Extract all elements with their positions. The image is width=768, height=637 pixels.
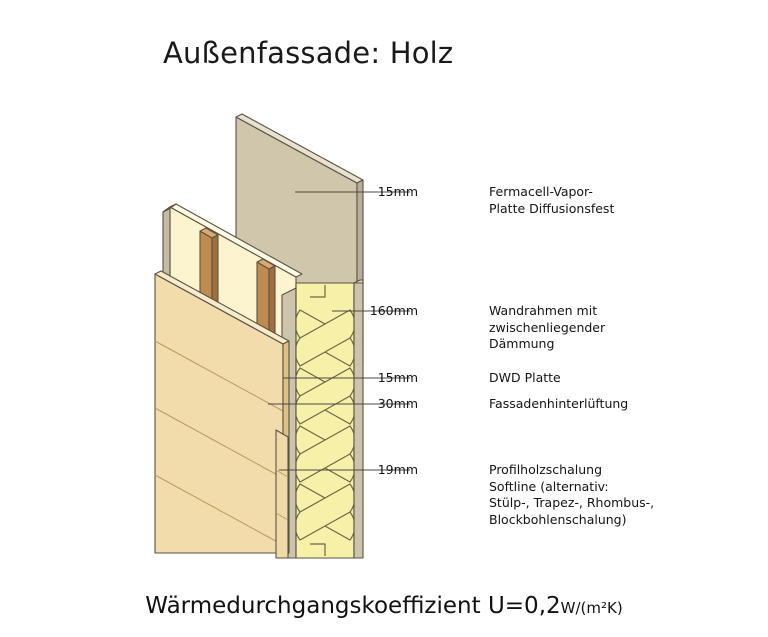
- callout-name-fermacell: Fermacell-Vapor- Platte Diffusionsfest: [489, 184, 615, 216]
- callout-thickness-wandrahmen: 160mm: [369, 303, 418, 318]
- u-value-text: Wärmedurchgangskoeffizient U=0,2: [145, 593, 561, 619]
- insulation-hatch: [296, 285, 354, 556]
- callout-name-dwd: DWD Platte: [489, 370, 561, 385]
- callout-name-hinterlueftung: Fassadenhinterlüftung: [489, 396, 629, 411]
- callout-name-profilholz: Profilholzschalung Softline (alternativ:…: [489, 462, 655, 527]
- callout-thickness-hinterlueftung: 30mm: [377, 396, 418, 411]
- u-value-caption: Wärmedurchgangskoeffizient U=0,2W/(m²K): [0, 593, 768, 619]
- callout-name-wandrahmen: Wandrahmen mit zwischenliegender Dämmung: [489, 303, 606, 351]
- layer-outer-sheathing-strip: [353, 279, 364, 559]
- page-title: Außenfassade: Holz: [163, 36, 454, 70]
- u-value-unit: W/(m²K): [560, 599, 623, 617]
- callout-thickness-dwd: 15mm: [377, 370, 418, 385]
- callout-thickness-profilholz: 19mm: [377, 462, 418, 477]
- callout-thickness-fermacell: 15mm: [377, 184, 418, 199]
- leader-lines: [268, 191, 410, 471]
- siding-end-strip: [275, 429, 289, 559]
